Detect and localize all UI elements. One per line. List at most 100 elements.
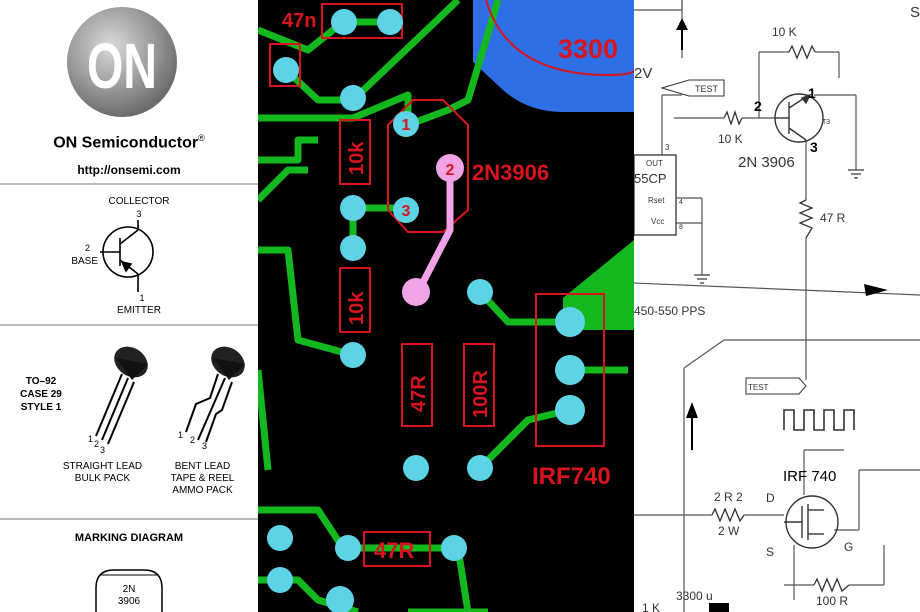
svg-text:2: 2 xyxy=(94,439,99,449)
collector-label: COLLECTOR xyxy=(109,196,170,207)
pulse-train xyxy=(783,409,855,431)
straight-lead-caption: STRAIGHT LEAD BULK PACK xyxy=(55,461,150,485)
schematic-resistors xyxy=(711,44,850,593)
ic-pin-3: 3 xyxy=(665,143,670,152)
timer-ic-box xyxy=(634,154,677,236)
svg-text:1: 1 xyxy=(178,430,183,440)
divider xyxy=(0,183,258,185)
transistor-name: 2N 3906 xyxy=(738,154,795,171)
pcb-pads xyxy=(267,9,585,612)
resistor-label-47r-bottom: 47R xyxy=(374,538,414,563)
pin-3-number: 3 xyxy=(402,203,411,220)
package-line: TO–92 xyxy=(25,376,57,387)
mosfet-drain: D xyxy=(766,491,775,505)
divider xyxy=(0,324,258,326)
schematic-labels: S 2V TEST 10 K 10 K 2 1 3 T3 2N 3906 3 O… xyxy=(634,4,920,612)
marking-diagram xyxy=(95,569,163,612)
ic-pin-4: 4 xyxy=(679,199,683,206)
schematic-transistor xyxy=(774,93,824,143)
schematic-mosfet xyxy=(784,495,839,549)
svg-text:3: 3 xyxy=(100,445,105,455)
pps-label: 450-550 PPS xyxy=(634,304,705,318)
resistor-label-47r: 47R xyxy=(408,375,430,412)
jumper-wire xyxy=(414,170,454,294)
test-label-bottom: TEST xyxy=(748,383,769,392)
svg-text:1: 1 xyxy=(88,434,93,444)
ic-out-label: OUT xyxy=(646,159,663,168)
pnp-symbol xyxy=(100,220,154,292)
marking-line: 2N xyxy=(122,584,136,595)
arrows xyxy=(676,18,888,418)
company-name: ON Semiconductor® xyxy=(0,133,258,152)
copper-pour-green xyxy=(563,240,634,330)
resistor-100r: 100 R xyxy=(816,594,848,608)
to92-straight-drawing: 1 2 3 xyxy=(88,346,148,455)
package-line: STYLE 1 xyxy=(20,402,62,413)
transistor-outline xyxy=(387,99,469,233)
corner-label: S xyxy=(910,4,920,21)
resistor-10k-base: 10 K xyxy=(718,132,743,146)
pin2-label: 2 xyxy=(85,243,90,253)
resistor-47r: 47 R xyxy=(820,211,846,225)
pin-numbers: 1 2 3 xyxy=(402,117,455,220)
caption-line: BULK PACK xyxy=(74,473,131,484)
marking-text: 2N 3906 xyxy=(100,584,158,608)
emitter-label: EMITTER xyxy=(117,305,161,316)
pcb-panel: 3300 47n 2N3906 IRF740 10k 10k 47R 100R … xyxy=(258,0,634,612)
capacitor-3300 xyxy=(709,603,729,612)
ground-symbols xyxy=(694,169,864,284)
package-line: CASE 29 xyxy=(20,389,62,400)
silkscreen-text: 3300 47n 2N3906 IRF740 10k 10k 47R 100R … xyxy=(282,10,618,563)
voltage-label: 2V xyxy=(634,65,652,82)
marking-title: MARKING DIAGRAM xyxy=(74,532,184,544)
resistor-1k: 1 K xyxy=(642,601,660,612)
big-cap-outline xyxy=(485,0,634,77)
transistor-ref: T3 xyxy=(822,119,830,126)
capacitor-label: 3300 u xyxy=(676,589,713,603)
resistor-2r2: 2 R 2 xyxy=(714,490,743,504)
pcb-layout: 3300 47n 2N3906 IRF740 10k 10k 47R 100R … xyxy=(258,0,634,612)
ic-pin-8: 8 xyxy=(679,224,683,231)
ic-rset: Rset xyxy=(648,196,665,205)
pin-1-number: 1 xyxy=(402,117,411,134)
caption-line: TAPE & REEL xyxy=(170,473,235,484)
svg-text:2: 2 xyxy=(190,435,195,445)
marking-line: 3906 xyxy=(117,596,141,607)
big-cap-label: 3300 xyxy=(558,34,618,64)
ic-name: 55CP xyxy=(634,171,667,186)
resistor-outlines xyxy=(269,3,495,567)
arrow-stems xyxy=(681,30,693,450)
resistor-label-10k-a: 10k xyxy=(346,141,368,175)
company-name-text: ON Semiconductor xyxy=(53,134,199,152)
datasheet-panel: ON COLLECTOR 3 2 BASE 1 EMITTER 1 2 3 xyxy=(0,0,258,612)
ic-vcc: Vcc xyxy=(651,217,664,226)
divider xyxy=(0,518,258,520)
pin3-label: 3 xyxy=(136,209,141,219)
transistor-pin-3: 3 xyxy=(810,139,818,155)
on-logo-text: ON xyxy=(87,30,157,102)
mosfet-outline xyxy=(535,293,605,447)
transistor-label: 2N3906 xyxy=(472,160,549,185)
datasheet-graphics: ON COLLECTOR 3 2 BASE 1 EMITTER 1 2 3 xyxy=(67,7,245,612)
transistor-pin-2: 2 xyxy=(754,98,762,114)
package-info: TO–92 CASE 29 STYLE 1 xyxy=(10,375,72,414)
caption-line: AMMO PACK xyxy=(172,485,233,496)
registered-mark: ® xyxy=(198,133,205,143)
transistor-pin-1: 1 xyxy=(808,85,816,101)
base-label: BASE xyxy=(71,256,98,267)
test-tag-top xyxy=(660,79,725,97)
cap-label: 47n xyxy=(282,10,316,32)
on-logo xyxy=(67,7,177,117)
caption-line: STRAIGHT LEAD xyxy=(62,461,143,472)
copper-pour xyxy=(473,0,634,112)
schematic: S 2V TEST 10 K 10 K 2 1 3 T3 2N 3906 3 O… xyxy=(634,0,920,612)
mosfet-source: S xyxy=(766,545,774,559)
to92-bent-drawing: 1 2 3 xyxy=(178,346,245,451)
caption-line: BENT LEAD xyxy=(174,461,231,472)
resistor-2w: 2 W xyxy=(718,524,740,538)
pin-2-number: 2 xyxy=(446,162,455,179)
svg-text:3: 3 xyxy=(202,441,207,451)
schematic-panel: S 2V TEST 10 K 10 K 2 1 3 T3 2N 3906 3 O… xyxy=(634,0,920,612)
test-label-top: TEST xyxy=(695,84,719,94)
pin1-label: 1 xyxy=(139,293,144,303)
